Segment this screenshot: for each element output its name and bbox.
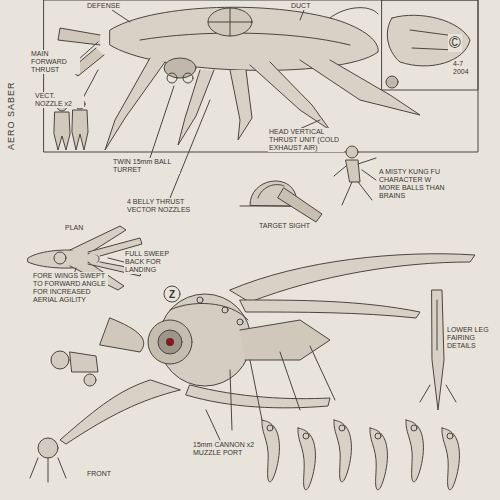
claw-studies	[262, 420, 459, 490]
annotation: HEAD VERTICAL THRUST UNIT (COLD EXHAUST …	[268, 128, 344, 152]
annotation: PLAN	[64, 224, 84, 232]
annotation: MAIN FORWARD THRUST	[30, 50, 80, 74]
claw-sketch	[406, 420, 423, 482]
annotation: 4 BELLY THRUST VECTOR NOZZLES	[126, 198, 210, 214]
annotation: TWIN 15mm BALL TURRET	[112, 158, 180, 174]
sheet-title: AERO SABER	[6, 81, 16, 150]
claw-joint	[375, 433, 381, 439]
claw-sketch	[334, 420, 351, 482]
logo-circle	[164, 286, 180, 302]
claw-joint	[267, 425, 273, 431]
claw-sketch	[298, 428, 315, 490]
lower-craft	[60, 254, 475, 444]
claw-sketch	[262, 420, 279, 482]
target-sight	[240, 181, 322, 222]
annotation: DEFENSE	[86, 2, 121, 10]
top-craft	[58, 7, 470, 150]
panel-frame	[44, 0, 478, 152]
claw-joint	[303, 433, 309, 439]
panel-frame	[382, 0, 478, 90]
annotation: ©	[448, 34, 462, 52]
logo-letter: Z	[168, 289, 176, 301]
annotation: 15mm CANNON x2 MUZZLE PORT	[192, 441, 260, 457]
kung-fu-figure	[334, 146, 376, 205]
annotation: VECT. NOZZLE x2	[34, 92, 84, 108]
claw-sketch	[370, 428, 387, 490]
annotation: A MISTY KUNG FU CHARACTER W MORE BALLS T…	[378, 168, 450, 200]
claw-joint	[447, 433, 453, 439]
small-parts	[30, 351, 98, 482]
claw-joint	[339, 425, 345, 431]
claw-sketch	[442, 428, 459, 490]
annotation: 4-7 2004	[452, 60, 476, 76]
annotation: LOWER LEG FAIRING DETAILS	[446, 326, 496, 350]
annotation: FRONT	[86, 470, 112, 478]
annotation: DUCT	[290, 2, 311, 10]
annotation: TARGET SIGHT	[258, 222, 311, 230]
annotation: FORE WINGS SWEPT TO FORWARD ANGLE FOR IN…	[32, 272, 108, 304]
annotation: FULL SWEEP BACK FOR LANDING	[124, 250, 190, 274]
claw-joint	[411, 425, 417, 431]
